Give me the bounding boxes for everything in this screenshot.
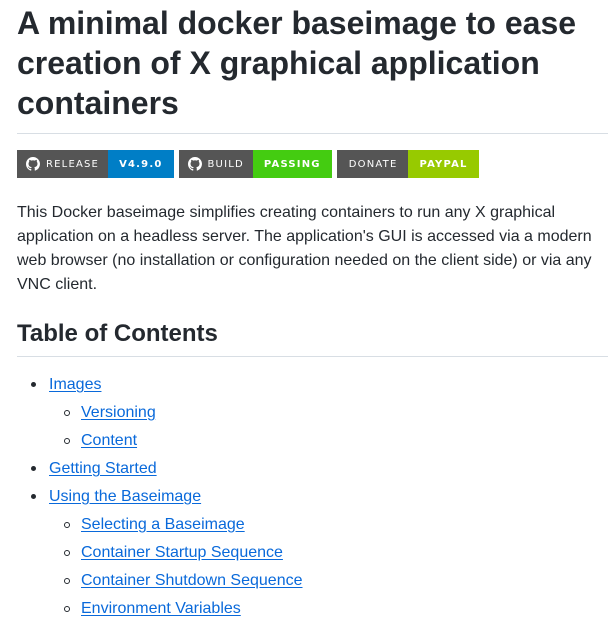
- circle-bullet-icon: [64, 522, 70, 528]
- bullet-icon: [31, 466, 36, 471]
- bullet-icon: [31, 494, 36, 499]
- badge-row: RELEASE V4.9.0 BUILD PASSING DONATE PAYP…: [17, 150, 608, 178]
- page-title: A minimal docker baseimage to ease creat…: [17, 0, 608, 134]
- github-icon: [26, 157, 40, 171]
- badge-label-area: DONATE: [336, 150, 409, 178]
- build-badge[interactable]: BUILD PASSING: [178, 150, 332, 178]
- toc-subitem: Environment Variables: [49, 597, 608, 621]
- toc-subitem: Container Shutdown Sequence: [49, 569, 608, 593]
- toc-subitem: Content: [49, 429, 608, 453]
- donate-badge[interactable]: DONATE PAYPAL: [336, 150, 479, 178]
- badge-label: RELEASE: [46, 158, 100, 170]
- circle-bullet-icon: [64, 410, 70, 416]
- toc-link-using-baseimage[interactable]: Using the Baseimage: [49, 488, 202, 505]
- toc-sublist: Selecting a Baseimage Container Startup …: [49, 513, 608, 621]
- release-badge[interactable]: RELEASE V4.9.0: [17, 150, 174, 178]
- toc-link-getting-started[interactable]: Getting Started: [49, 460, 157, 477]
- toc-link-content[interactable]: Content: [81, 432, 138, 449]
- toc-link-images[interactable]: Images: [49, 376, 102, 393]
- toc-link-selecting-baseimage[interactable]: Selecting a Baseimage: [81, 516, 245, 533]
- badge-label: BUILD: [207, 158, 244, 170]
- toc-link-startup-sequence[interactable]: Container Startup Sequence: [81, 544, 283, 561]
- bullet-icon: [31, 382, 36, 387]
- toc-link-environment-variables[interactable]: Environment Variables: [81, 600, 241, 617]
- badge-label-area: RELEASE: [17, 150, 109, 178]
- toc-item-images: Images Versioning Content: [17, 373, 608, 453]
- circle-bullet-icon: [64, 550, 70, 556]
- toc-link-versioning[interactable]: Versioning: [81, 404, 156, 421]
- circle-bullet-icon: [64, 438, 70, 444]
- toc-subitem: Versioning: [49, 401, 608, 425]
- toc-item-using-baseimage: Using the Baseimage Selecting a Baseimag…: [17, 485, 608, 621]
- toc-item-getting-started: Getting Started: [17, 457, 608, 481]
- toc-link-shutdown-sequence[interactable]: Container Shutdown Sequence: [81, 572, 303, 589]
- circle-bullet-icon: [64, 578, 70, 584]
- badge-value: PASSING: [252, 150, 332, 178]
- badge-label: DONATE: [348, 158, 398, 170]
- readme-page: A minimal docker baseimage to ease creat…: [17, 0, 608, 621]
- badge-value: V4.9.0: [108, 150, 174, 178]
- badge-value: PAYPAL: [408, 150, 479, 178]
- circle-bullet-icon: [64, 606, 70, 612]
- toc-sublist: Versioning Content: [49, 401, 608, 453]
- badge-label-area: BUILD: [178, 150, 253, 178]
- toc-heading: Table of Contents: [17, 319, 608, 357]
- toc-list: Images Versioning Content Getting Starte…: [17, 373, 608, 621]
- intro-paragraph: This Docker baseimage simplifies creatin…: [17, 204, 592, 293]
- toc-subitem: Container Startup Sequence: [49, 541, 608, 565]
- toc-subitem: Selecting a Baseimage: [49, 513, 608, 537]
- github-icon: [187, 157, 202, 171]
